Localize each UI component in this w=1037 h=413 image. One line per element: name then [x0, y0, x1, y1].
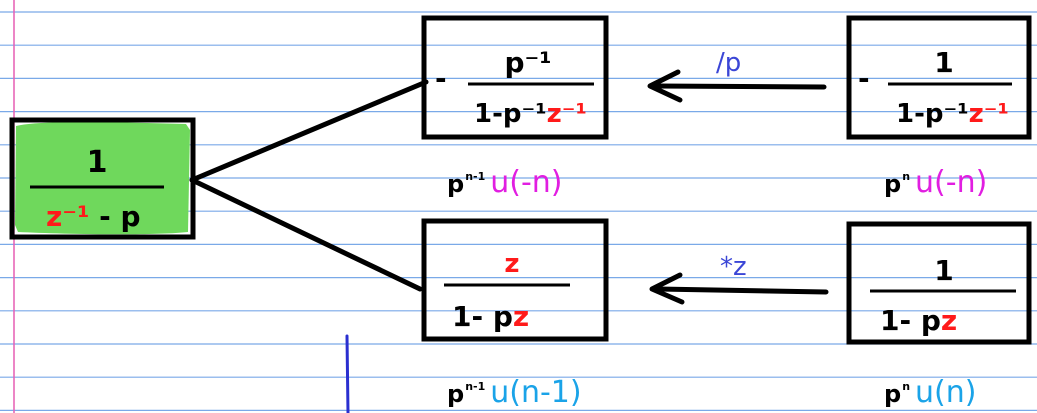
- sequence-label-top-middle: pn-1 u(-n): [447, 162, 563, 199]
- box-top-middle-frame: [421, 15, 609, 140]
- sequence-base: p: [884, 380, 902, 408]
- sequence-label-bottom-right: pn u(n): [884, 372, 976, 409]
- sequence-base: p: [884, 170, 902, 198]
- box-bottom-middle-numerator-z: z: [504, 249, 519, 279]
- green-highlight: [15, 122, 190, 235]
- box-top-middle-denominator: 1-p⁻¹z⁻¹: [474, 99, 587, 129]
- sequence-exponent: n: [902, 170, 911, 183]
- stray-pen-stroke: [345, 334, 350, 413]
- box-bottom-middle-denominator-z: z: [513, 300, 529, 333]
- box-top-right-denominator-z: z⁻¹: [969, 99, 1009, 129]
- branch-line-up: [189, 79, 429, 183]
- branch-line-down: [189, 177, 423, 292]
- box-top-right: - 1 1-p⁻¹z⁻¹: [846, 15, 1032, 140]
- sequence-base: p: [447, 380, 465, 408]
- sequence-step: u(-n): [915, 165, 988, 200]
- box-top-right-numerator: 1: [934, 46, 953, 79]
- box-top-right-denominator-lead: 1-p⁻¹: [896, 99, 969, 129]
- arrow-bottom-shaft: [655, 286, 829, 295]
- box-bottom-right-frame: [846, 221, 1032, 345]
- box-bottom-right: 1 1- pz: [846, 221, 1032, 345]
- sequence-exponent: n-1: [465, 170, 486, 183]
- source-denominator: z⁻¹ - p: [46, 200, 141, 233]
- box-top-right-denominator: 1-p⁻¹z⁻¹: [896, 99, 1009, 129]
- box-bottom-middle-denominator-lead: 1- p: [452, 300, 513, 333]
- arrow-bottom: [649, 272, 829, 305]
- source-numerator: 1: [87, 145, 108, 180]
- box-bottom-right-denominator-lead: 1- p: [880, 304, 941, 337]
- sequence-base: p: [447, 170, 465, 198]
- box-bottom-middle: z 1- pz: [421, 218, 609, 342]
- box-bottom-right-numerator: 1: [934, 254, 953, 287]
- box-top-middle: - p⁻¹ 1-p⁻¹z⁻¹: [421, 15, 609, 140]
- source-denominator-rest: - p: [89, 200, 140, 233]
- sequence-label-top-right: pn u(-n): [884, 162, 987, 199]
- box-bottom-right-denominator-z: z: [941, 304, 957, 337]
- arrow-top: [647, 69, 827, 103]
- sequence-step: u(n-1): [490, 375, 582, 410]
- source-fraction-box: 1 z⁻¹ - p: [9, 117, 196, 240]
- operation-divide-label: /p: [716, 48, 742, 78]
- sequence-label-bottom-middle: pn-1 u(n-1): [447, 372, 582, 409]
- operation-multiply-label: *z: [720, 252, 747, 282]
- box-top-right-sign: -: [858, 62, 870, 95]
- box-top-middle-numerator: p⁻¹: [504, 46, 551, 79]
- box-top-right-frame: [846, 15, 1032, 140]
- arrow-top-shaft: [653, 83, 827, 90]
- source-denominator-z: z⁻¹: [46, 200, 89, 233]
- sequence-step: u(-n): [490, 165, 563, 200]
- sequence-step: u(n): [915, 375, 977, 410]
- box-top-middle-denominator-lead: 1-p⁻¹: [474, 99, 547, 129]
- box-top-middle-denominator-z: z⁻¹: [547, 99, 587, 129]
- arrow-top-head: [647, 69, 683, 103]
- box-bottom-middle-frame: [421, 218, 609, 342]
- box-bottom-middle-denominator: 1- pz: [452, 300, 529, 333]
- sequence-exponent: n-1: [465, 380, 486, 393]
- arrow-bottom-head: [649, 272, 685, 305]
- box-bottom-right-denominator: 1- pz: [880, 304, 957, 337]
- sequence-exponent: n: [902, 380, 911, 393]
- box-top-middle-sign: -: [435, 62, 447, 95]
